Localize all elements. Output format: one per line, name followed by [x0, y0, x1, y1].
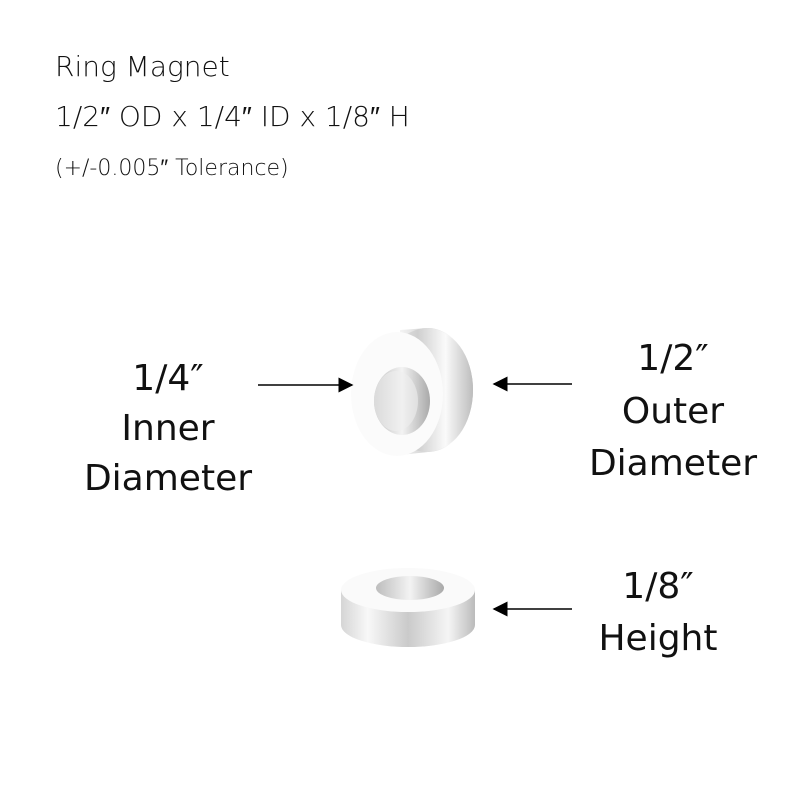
inner-diameter-value: 1/4″ [132, 358, 204, 399]
inner-label-2: Diameter [83, 458, 253, 499]
dimensions: 1/2″ OD x 1/4″ ID x 1/8″ H [55, 100, 410, 133]
title: Ring Magnet [55, 50, 230, 83]
tolerance: (+/-0.005″ Tolerance) [55, 156, 289, 181]
inner-label-1: Inner [121, 408, 215, 449]
magnet-front-view [351, 328, 473, 456]
height-label: Height [598, 618, 718, 659]
outer-label-1: Outer [621, 391, 725, 432]
height-value: 1/8″ [622, 566, 694, 607]
outer-label-2: Diameter [588, 443, 758, 484]
outer-diameter-value: 1/2″ [637, 338, 709, 379]
magnet-side-view [341, 568, 475, 647]
